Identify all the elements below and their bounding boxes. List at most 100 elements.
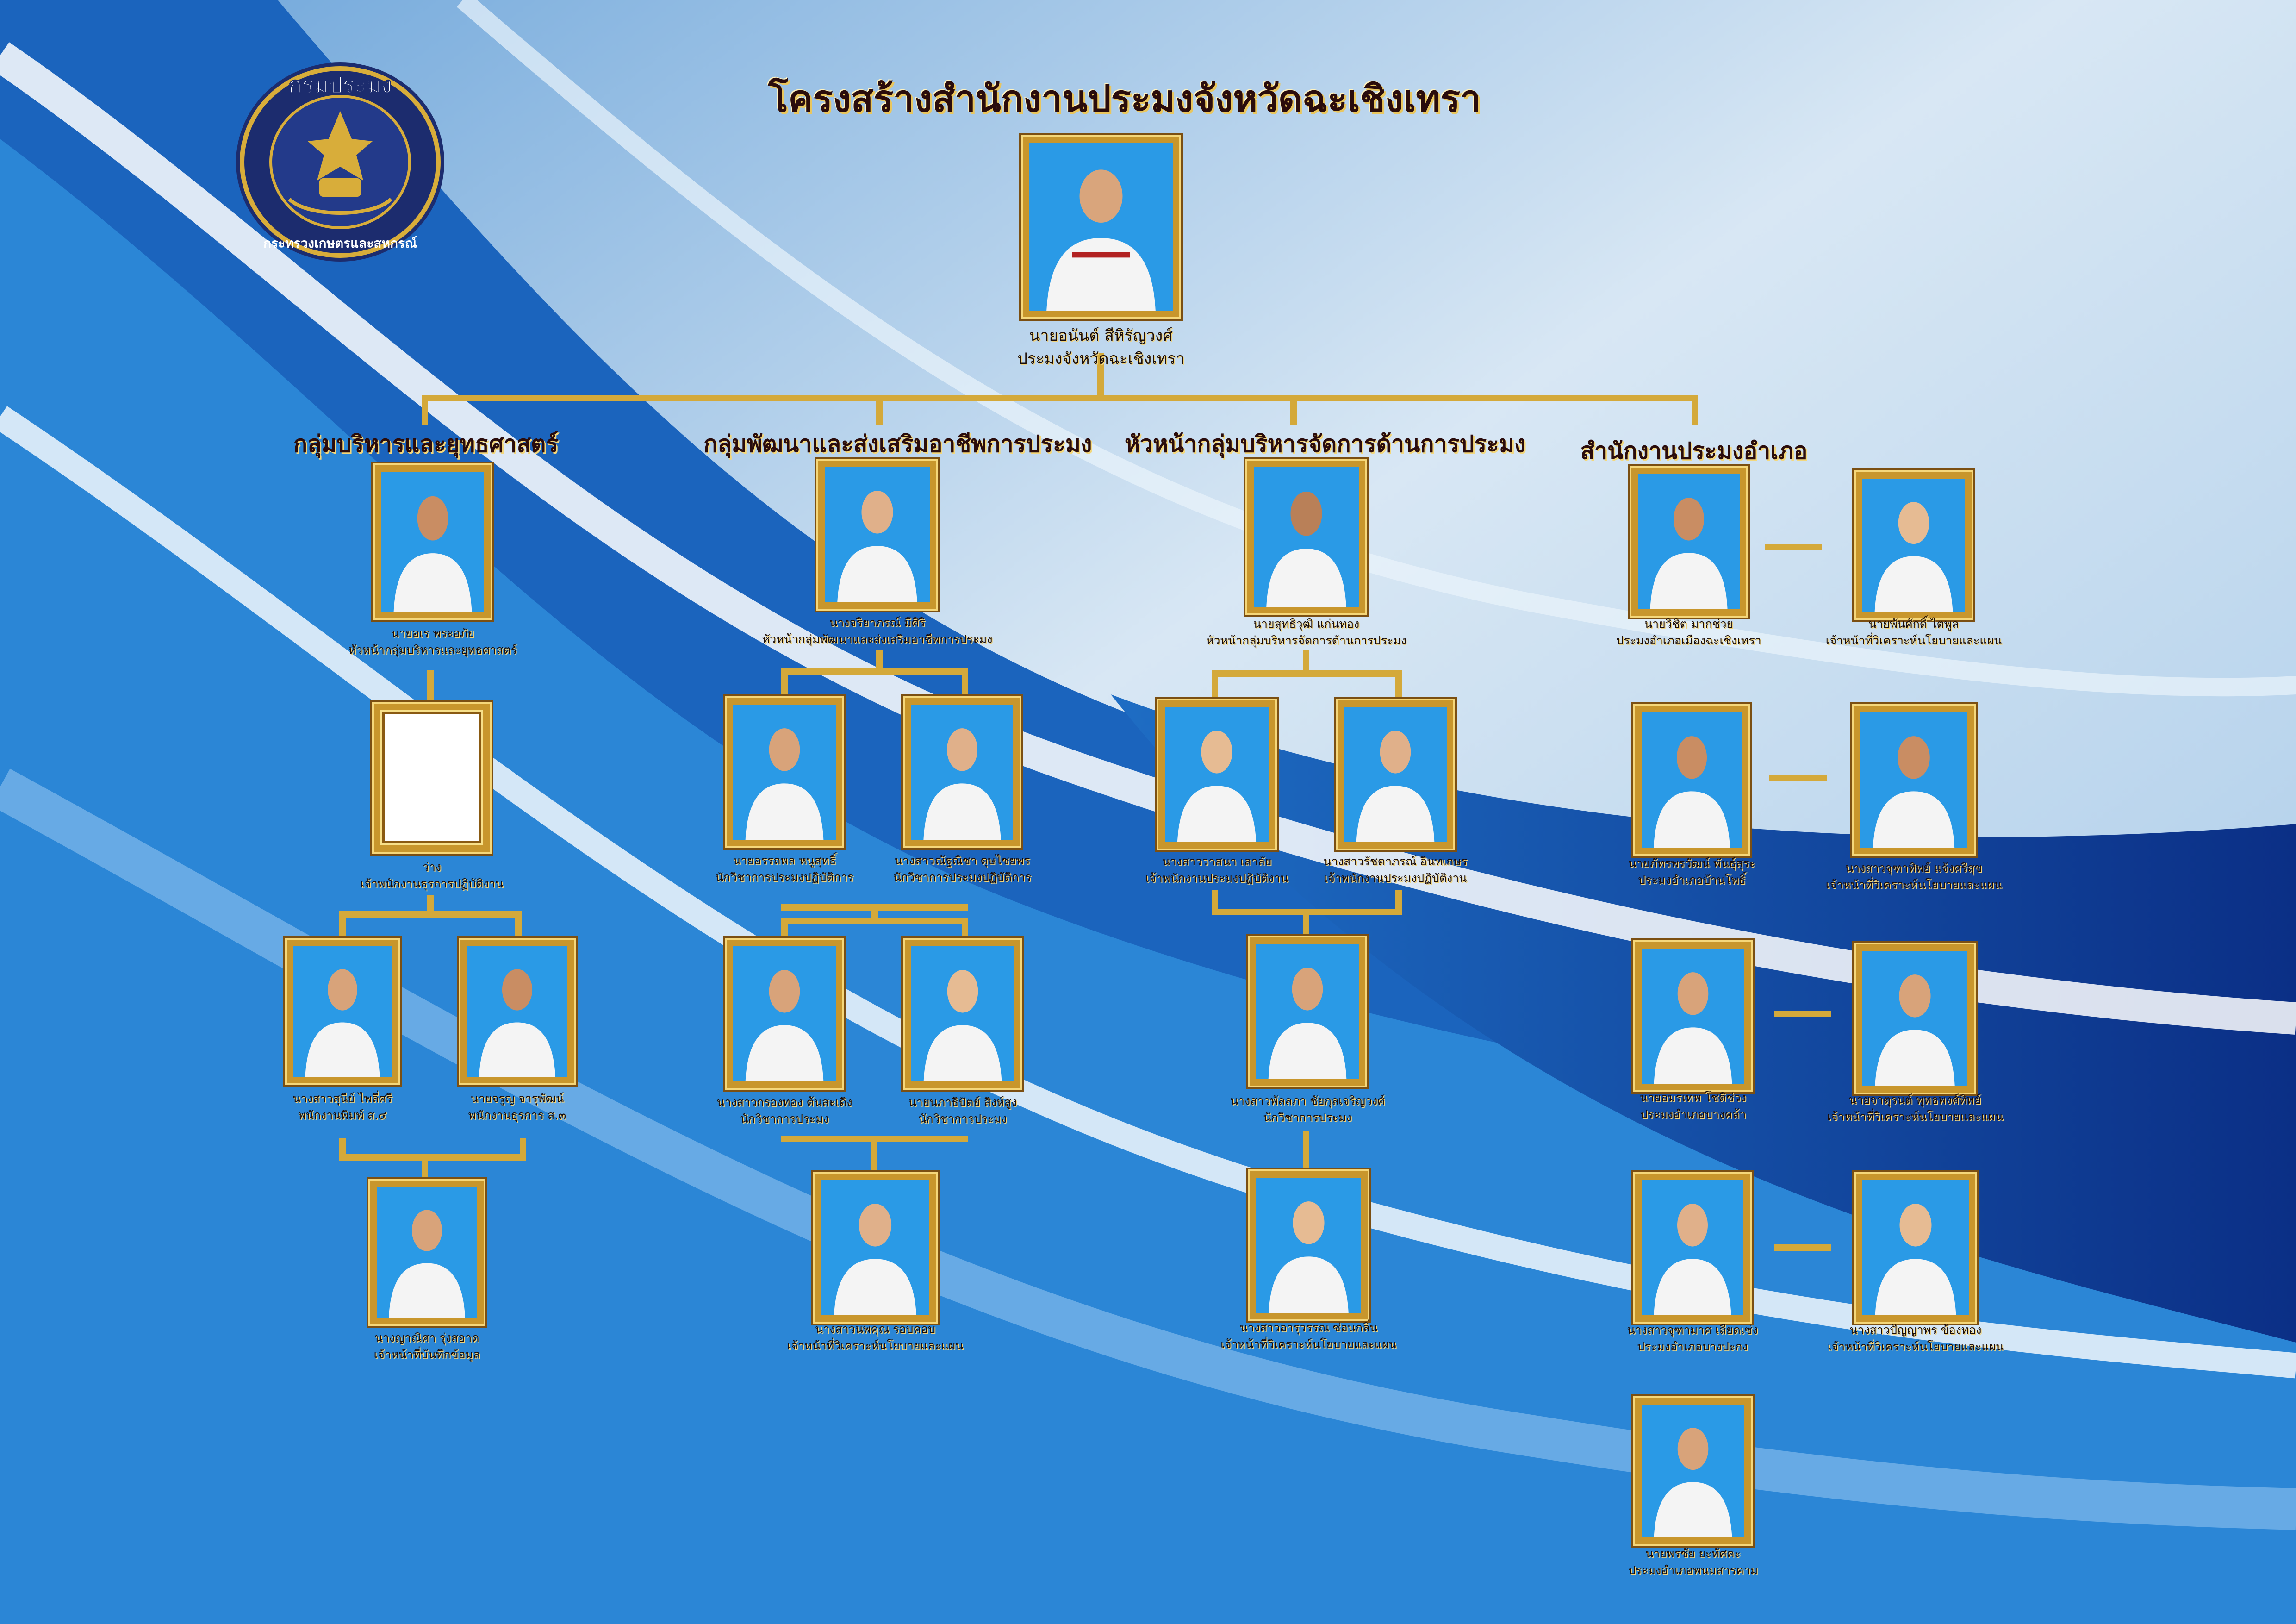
person-name: นางสาวกรองทอง ต้นสะเดิง [716,1095,852,1109]
person-name: นายวิชิต มากช่วย [1644,617,1734,631]
person-name: นางสาววาสนา เลาลัย [1162,855,1272,868]
person-position: เจ้าพนักงานประมงปฏิบัติงาน [1145,871,1288,885]
admin-vacant-card: ว่าง เจ้าพนักงานธุรการปฏิบัติงาน [361,704,503,890]
staff-portrait [815,1174,936,1322]
district-chief-card: นายภัทรพรวัฒน์ พันธ์ุสุระ ประมงอำเภอบ้าน… [1628,706,1755,887]
admin-staff-caption: นางสาวสุนีย์ ไพลี่ศรี พนักงานพิมพ์ ส.๔ [185,1090,500,1124]
person-silhouette-icon [1642,1405,1744,1537]
person-name: นายอรรถพล หนูสุทธิ์ [733,854,836,867]
staff-portrait [1856,944,1974,1093]
person-silhouette-icon [1256,1178,1361,1313]
person-name: นางจริยาภรณ์ มีศิริ [829,616,925,629]
person-silhouette-icon [825,467,930,602]
person-position: เจ้าหน้าที่บันทึกข้อมูล [373,1348,480,1361]
person-name: นายอเร พระอภัย [391,626,475,640]
mgmt-staff-caption: นางสาวอารุวรรณ ซ่อนกลิ่น เจ้าหน้าที่วิเค… [1148,1319,1469,1353]
person-name: นายพันศักดิ์ ไตพูล [1868,617,1959,631]
person-position: หัวหน้ากลุ่มพัฒนาและส่งเสริมอาชีพการประม… [762,632,993,646]
person-name: นางสาวอารุวรรณ ซ่อนกลิ่น [1239,1321,1378,1334]
person-silhouette-icon [1862,479,1965,612]
admin-vacant-caption: ว่าง เจ้าพนักงานธุรการปฏิบัติงาน [272,859,591,892]
person-silhouette-icon [1642,1180,1743,1315]
mgmt-staff-card: นางสาวอารุวรรณ ซ่อนกลิ่น เจ้าหน้าที่วิเค… [1220,1171,1397,1351]
staff-portrait [727,698,842,846]
person-position: นักวิชาการประมงปฏิบัติการ [893,870,1032,884]
person-silhouette-icon [1862,1180,1969,1315]
person-name: นางสาวนพคุณ รอบคอบ [815,1322,936,1336]
mgmt-head-caption: นายสุทธิวุฒิ แก่นทอง หัวหน้ากลุ่มบริหารจ… [1145,616,1467,649]
dev-staff-caption: นางสาวนพคุณ รอบคอบ เจ้าหน้าที่วิเคราะห์น… [713,1321,1038,1354]
person-silhouette-icon [1638,474,1740,609]
group-label-admin: กลุ่มบริหารและยุทธศาสตร์ [293,431,559,457]
chief-caption: นายอนันต์ สีหิรัญวงศ์ ประมงจังหวัดฉะเชิง… [921,324,1281,370]
staff-portrait [287,940,398,1083]
person-position: เจ้าพนักงานธุรการปฏิบัติงาน [360,877,504,890]
person-name: ว่าง [422,860,442,874]
mgmt-staff-caption: นางสาววาสนา เลาลัย เจ้าพนักงานประมงปฏิบั… [1057,853,1377,887]
person-name: นายนภาธิปัตย์ สิงห์สูง [908,1095,1017,1109]
staff-portrait [905,698,1020,846]
person-position: นักวิชาการประมงปฏิบัติการ [715,870,854,884]
person-silhouette-icon [821,1180,929,1315]
page-title: โครงสร้างสำนักงานประมงจังหวัดฉะเชิงเทรา [768,77,1481,120]
person-silhouette-icon [911,946,1014,1081]
person-position: เจ้าหน้าที่วิเคราะห์นโยบายและแผน [787,1339,964,1352]
mgmt-head-card: นายสุทธิวุฒิ แก่นทอง หัวหน้ากลุ่มบริหารจ… [1206,461,1406,647]
person-name: นายสุทธิวุฒิ แก่นทอง [1253,617,1360,631]
person-position: นักวิชาการประมง [918,1112,1007,1125]
person-silhouette-icon [911,705,1013,840]
person-position: เจ้าหน้าที่วิเคราะห์นโยบายและแผน [1825,634,2002,647]
person-name: นายภัทรพรวัฒน์ พันธ์ุสุระ [1628,856,1755,870]
person-silhouette-icon [1642,949,1744,1084]
district-chief-card: นางสาวจุฑามาศ เลียดเซ่ง ประมงอำเภอบางปะก… [1627,1174,1758,1353]
district-analyst-caption: นายจาตุรนต์ พุทธพงศ์ทิพย์ เจ้าหน้าที่วิเ… [1754,1092,2076,1125]
person-silhouette-icon [1254,467,1359,607]
person-position: เจ้าหน้าที่วิเคราะห์นโยบายและแผน [1825,878,2002,891]
chief-portrait [1023,137,1179,317]
district-chief-caption: นายภัทรพรวัฒน์ พันธ์ุสุระ ประมงอำเภอบ้าน… [1533,855,1850,888]
person-position: นักวิชาการประมง [740,1112,829,1125]
district-chief-card: นายพรชัย ยะทัศคะ ประมงอำเภอพนมสารคาม [1628,1398,1758,1577]
dev-staff-caption: นางสาวกรองทอง ต้นสะเดิง นักวิชาการประมง [625,1094,944,1127]
staff-portrait [1635,706,1748,854]
svg-text:กระทรวงเกษตรและสหกรณ์: กระทรวงเกษตรและสหกรณ์ [263,236,417,251]
department-seal-logo: กรมประมง กระทรวงเกษตรและสหกรณ์ [236,62,444,262]
person-silhouette-icon [733,705,836,840]
district-analyst-caption: นางสาวจุฑาทิพย์ แจ้งศรีสุข เจ้าหน้าที่วิ… [1752,860,2076,893]
person-silhouette-icon [1344,707,1447,842]
staff-portrait [1854,706,1974,854]
person-name: นางญาณิศา รุ่งสอาด [374,1331,479,1344]
district-chief-caption: นายวิชิต มากช่วย ประมงอำเภอเมืองฉะเชิงเท… [1530,616,1848,649]
person-name: นางสาวจุฑามาศ เลียดเซ่ง [1627,1323,1758,1337]
person-silhouette-icon [1862,951,1967,1086]
chief-card: นายอนันต์ สีหิรัญวงศ์ ประมงจังหวัดฉะเชิง… [1017,137,1185,368]
person-name: นางสาวรัชดาภรณ์ อินทเกษร [1323,855,1468,868]
svg-text:กรมประมง: กรมประมง [288,72,392,98]
group-label-mgmt: หัวหน้ากลุ่มบริหารจัดการด้านการประมง [1125,431,1526,457]
person-position: เจ้าหน้าที่วิเคราะห์นโยบายและแผน [1827,1340,2004,1353]
district-analyst-caption: นายพันศักดิ์ ไตพูล เจ้าหน้าที่วิเคราะห์น… [1754,616,2073,649]
person-position: เจ้าหน้าที่วิเคราะห์นโยบายและแผน [1220,1337,1397,1351]
person-silhouette-icon [1860,712,1967,848]
mgmt-staff-caption: นางสาวรัชดาภรณ์ อินทเกษร เจ้าพนักงานประม… [1236,853,1555,887]
person-silhouette-icon [467,946,567,1077]
dev-staff-card: นายนภาธิปัตย์ สิงห์สูง นักวิชาการประมง [905,940,1020,1125]
person-name: นางสาวปัญญาพร ข้องทอง [1849,1323,1982,1337]
group-label-dev: กลุ่มพัฒนาและส่งเสริมอาชีพการประมง [703,431,1092,457]
dev-head-card: นางจริยาภรณ์ มีศิริ หัวหน้ากลุ่มพัฒนาและ… [762,461,992,646]
staff-portrait [727,940,842,1088]
person-silhouette-icon [1642,712,1742,848]
person-name: นางสาวสุนีย์ ไพลี่ศรี [292,1092,392,1105]
staff-portrait [460,940,574,1083]
mgmt-head-portrait [1247,461,1365,613]
person-position: หัวหน้ากลุ่มบริหารและยุทธศาสตร์ [348,643,517,656]
district-analyst-card: นายจาตุรนต์ พุทธพงศ์ทิพย์ เจ้าหน้าที่วิเ… [1827,944,2003,1123]
person-position: เจ้าพนักงานประมงปฏิบัติงาน [1324,871,1467,885]
person-name: นายพรชัย ยะทัศคะ [1645,1547,1741,1560]
staff-portrait [1250,937,1365,1086]
district-chief-caption: นายอมรเทพ โชติช่วง ประมงอำเภอบางคล้า [1533,1089,1853,1123]
person-name: นายอมรเทพ โชติช่วง [1640,1091,1746,1104]
person-silhouette-icon [1165,707,1269,842]
person-position: ประมงอำเภอบ้านโพธิ์ [1638,873,1746,887]
